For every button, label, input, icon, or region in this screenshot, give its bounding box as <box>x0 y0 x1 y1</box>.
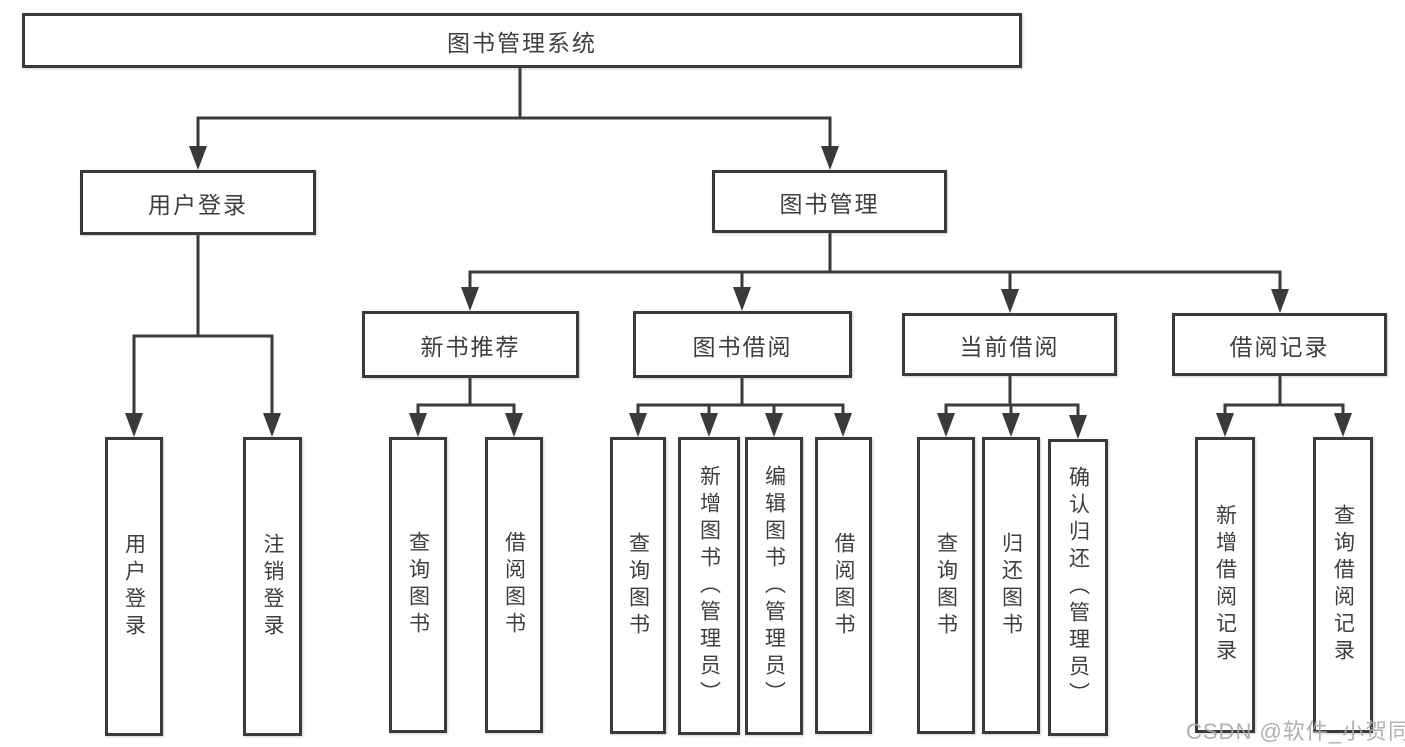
node-book-management-branch: 图书管理 <box>712 170 947 233</box>
node-leaf-query-books-current: 查询图书 <box>917 437 975 734</box>
node-book-borrow: 图书借阅 <box>633 311 852 378</box>
node-leaf-query-books-borrow: 查询图书 <box>610 437 666 734</box>
node-current-borrow: 当前借阅 <box>902 313 1117 376</box>
csdn-watermark: CSDN @软件_小贺同学 <box>1186 719 1405 744</box>
node-root-system: 图书管理系统 <box>22 13 1022 68</box>
node-leaf-edit-book-admin: 编辑图书（管理员） <box>745 437 803 735</box>
node-leaf-borrow-books-borrow: 借阅图书 <box>815 437 872 734</box>
node-borrow-records: 借阅记录 <box>1172 313 1387 376</box>
node-leaf-logout: 注销登录 <box>243 437 302 736</box>
node-leaf-confirm-return-admin: 确认归还（管理员） <box>1048 439 1108 736</box>
node-leaf-add-book-admin: 新增图书（管理员） <box>678 437 740 735</box>
node-leaf-query-borrow-record: 查询借阅记录 <box>1313 437 1373 733</box>
node-new-book-recommend: 新书推荐 <box>362 311 579 378</box>
node-leaf-query-books-recommend: 查询图书 <box>389 437 447 733</box>
node-leaf-borrow-books-recommend: 借阅图书 <box>485 437 543 733</box>
node-leaf-return-book: 归还图书 <box>982 437 1040 734</box>
node-user-login-branch: 用户登录 <box>80 170 316 235</box>
node-leaf-add-borrow-record: 新增借阅记录 <box>1195 437 1255 733</box>
node-leaf-user-login: 用户登录 <box>105 437 163 736</box>
